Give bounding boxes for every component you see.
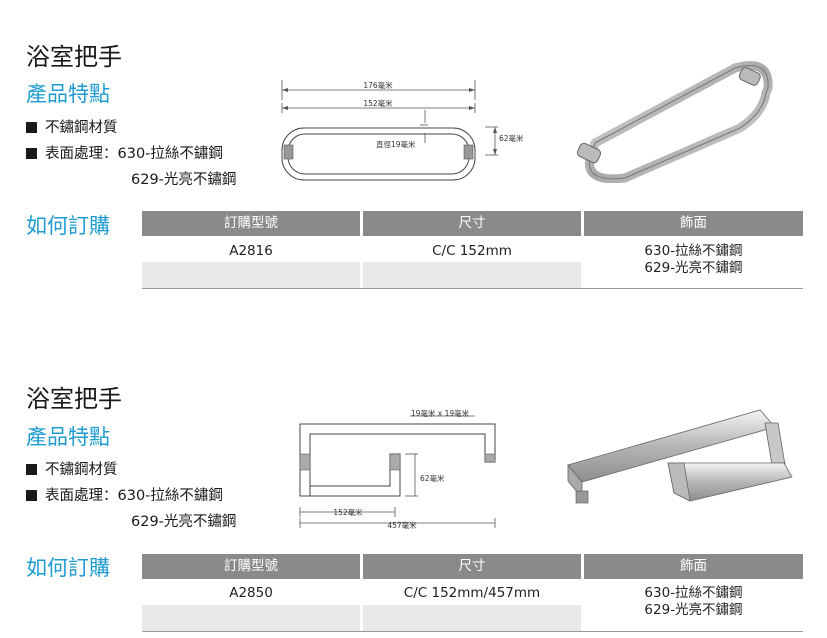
order-table: 訂購型號 尺寸 飾面 A2850 C/C 152mm/457mm 630-拉絲不… (142, 554, 803, 634)
dimension-label: 152毫米 (333, 507, 363, 517)
features-heading: 產品特點 (26, 425, 110, 449)
feature-item: 不鏽鋼材質 (26, 116, 118, 137)
table-header-finish: 飾面 (584, 211, 803, 236)
order-heading: 如何訂購 (26, 556, 110, 580)
dimension-label: 62毫米 (499, 133, 524, 143)
feature-item: 不鏽鋼材質 (26, 458, 118, 479)
table-header-model: 訂購型號 (142, 554, 360, 579)
table-cell-model: A2816 (229, 243, 273, 259)
feature-item-continued: 629-光亮不鏽鋼 (131, 172, 237, 188)
table-cell-size: C/C 152mm (432, 243, 512, 259)
bullet-square-icon (26, 490, 37, 501)
product-image (567, 409, 793, 504)
feature-item-continued: 629-光亮不鏽鋼 (131, 514, 237, 530)
technical-drawing: 176毫米 152毫米 直徑19毫米 62毫米 (281, 80, 524, 181)
dimension-label: 62毫米 (420, 473, 445, 483)
table-header-finish: 飾面 (584, 554, 803, 579)
table-cell-finish: 630-拉絲不鏽鋼 629-光亮不鏽鋼 (644, 243, 743, 276)
table-header-size: 尺寸 (363, 554, 581, 579)
dimension-label: 152毫米 (363, 98, 393, 108)
feature-item: 表面處理：630-拉絲不鏽鋼 (26, 142, 223, 163)
table-header-model: 訂購型號 (142, 211, 360, 236)
bullet-square-icon (26, 464, 37, 475)
bullet-square-icon (26, 122, 37, 133)
dimension-label: 直徑19毫米 (376, 139, 416, 149)
technical-drawing: 19毫米 x 19毫米 62毫米 152毫米 457毫米 (299, 408, 496, 530)
table-cell-finish: 630-拉絲不鏽鋼 629-光亮不鏽鋼 (644, 585, 743, 618)
order-heading: 如何訂購 (26, 214, 110, 238)
feature-item: 表面處理：630-拉絲不鏽鋼 (26, 484, 223, 505)
table-cell-model: A2850 (229, 585, 273, 601)
product-title: 浴室把手 (26, 385, 122, 413)
product-image (576, 61, 773, 183)
product-section-1: 浴室把手 產品特點 不鏽鋼材質 表面處理：630-拉絲不鏽鋼 629-光亮不鏽鋼 (0, 0, 827, 300)
table-header-size: 尺寸 (363, 211, 581, 236)
table-cell-size: C/C 152mm/457mm (403, 585, 541, 601)
dimension-label: 19毫米 x 19毫米 (411, 408, 470, 418)
dimension-label: 457毫米 (387, 520, 417, 530)
order-table: 訂購型號 尺寸 飾面 A2816 C/C 152mm 630-拉絲不鏽鋼 629… (142, 211, 803, 291)
features-heading: 產品特點 (26, 82, 110, 106)
bullet-square-icon (26, 148, 37, 159)
product-title: 浴室把手 (26, 43, 122, 71)
dimension-label: 176毫米 (363, 80, 393, 90)
